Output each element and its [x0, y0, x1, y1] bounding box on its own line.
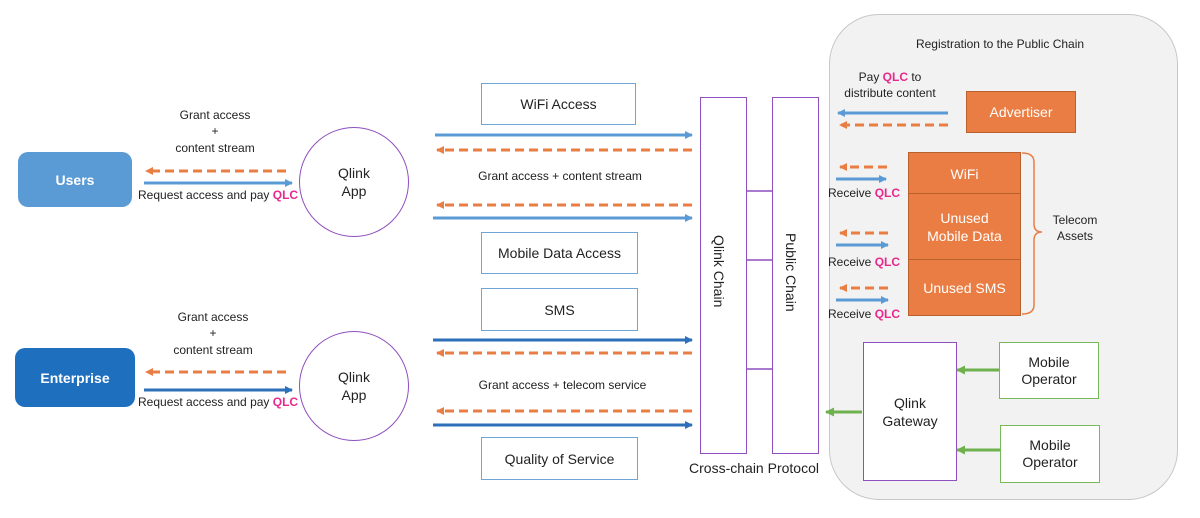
operator-line2: Operator: [1021, 370, 1077, 387]
app-line2: App: [341, 183, 367, 199]
qlc-token: QLC: [874, 186, 901, 200]
cross-chain-protocol-label: Cross-chain Protocol: [689, 460, 819, 476]
distribute-content-label: distribute content: [844, 86, 936, 100]
request-text: Request access and pay: [138, 395, 273, 409]
users-node: Users: [18, 152, 132, 207]
wifi-access-box: WiFi Access: [481, 83, 636, 125]
enterprise-grant-line1: Grant access: [177, 310, 249, 324]
telecom-assets-label-line1: Telecom: [1052, 213, 1098, 227]
public-chain-label: Public Chain: [783, 233, 799, 312]
receive-text: Receive: [828, 307, 875, 321]
sms-box: SMS: [481, 288, 638, 331]
receive-qlc-label-mobile-data: Receive QLC: [828, 255, 900, 269]
users-grant-line2: content stream: [175, 141, 255, 155]
pay-prefix: Pay: [858, 70, 883, 84]
asset-unused-sms: Unused SMS: [908, 259, 1021, 316]
qlc-token: QLC: [874, 255, 901, 269]
users-grant-plus: +: [211, 124, 219, 138]
registration-title: Registration to the Public Chain: [915, 37, 1085, 51]
operator-line1: Mobile: [1029, 437, 1071, 453]
request-text: Request access and pay: [138, 188, 273, 202]
app-line2: App: [341, 387, 367, 403]
app-line1: Qlink: [338, 369, 370, 385]
quality-of-service-box: Quality of Service: [481, 437, 638, 480]
app-line1: Qlink: [338, 165, 370, 181]
gateway-line2: Gateway: [882, 412, 938, 429]
qlc-token: QLC: [272, 188, 299, 202]
pay-qlc-label: Pay QLC to: [830, 70, 950, 84]
gateway-line1: Qlink: [894, 394, 926, 411]
operator-line2: Operator: [1022, 454, 1078, 470]
asset-wifi: WiFi: [908, 152, 1021, 195]
pay-suffix: to: [908, 70, 922, 84]
operator-line1: Mobile: [1028, 353, 1070, 370]
qlink-chain: [700, 97, 747, 454]
enterprise-node: Enterprise: [15, 348, 135, 407]
telecom-assets-brace: [1021, 152, 1043, 315]
public-chain: [772, 97, 819, 454]
advertiser-box: Advertiser: [966, 91, 1076, 133]
qlc-token: QLC: [882, 70, 908, 84]
grant-telecom-label: Grant access + telecom service: [478, 378, 647, 392]
receive-qlc-label-sms: Receive QLC: [828, 307, 900, 321]
enterprise-grant-plus: +: [209, 326, 217, 340]
receive-text: Receive: [828, 186, 875, 200]
mobile-data-access-box: Mobile Data Access: [481, 232, 638, 274]
qlink-chain-label: Qlink Chain: [711, 235, 727, 308]
enterprise-grant-line2: content stream: [173, 343, 253, 357]
users-grant-line1: Grant access: [179, 108, 251, 122]
asset-unused-mobile-data: Unused Mobile Data: [908, 193, 1021, 261]
telecom-assets-label-line2: Assets: [1056, 229, 1093, 243]
grant-content-label: Grant access + content stream: [478, 169, 642, 183]
enterprise-request-label: Request access and pay QLC: [138, 395, 298, 409]
receive-qlc-label-wifi: Receive QLC: [828, 186, 900, 200]
qlc-token: QLC: [272, 395, 299, 409]
users-request-label: Request access and pay QLC: [138, 188, 298, 202]
asset-label: Unused Mobile Data: [927, 210, 1002, 244]
receive-text: Receive: [828, 255, 875, 269]
qlc-token: QLC: [874, 307, 901, 321]
